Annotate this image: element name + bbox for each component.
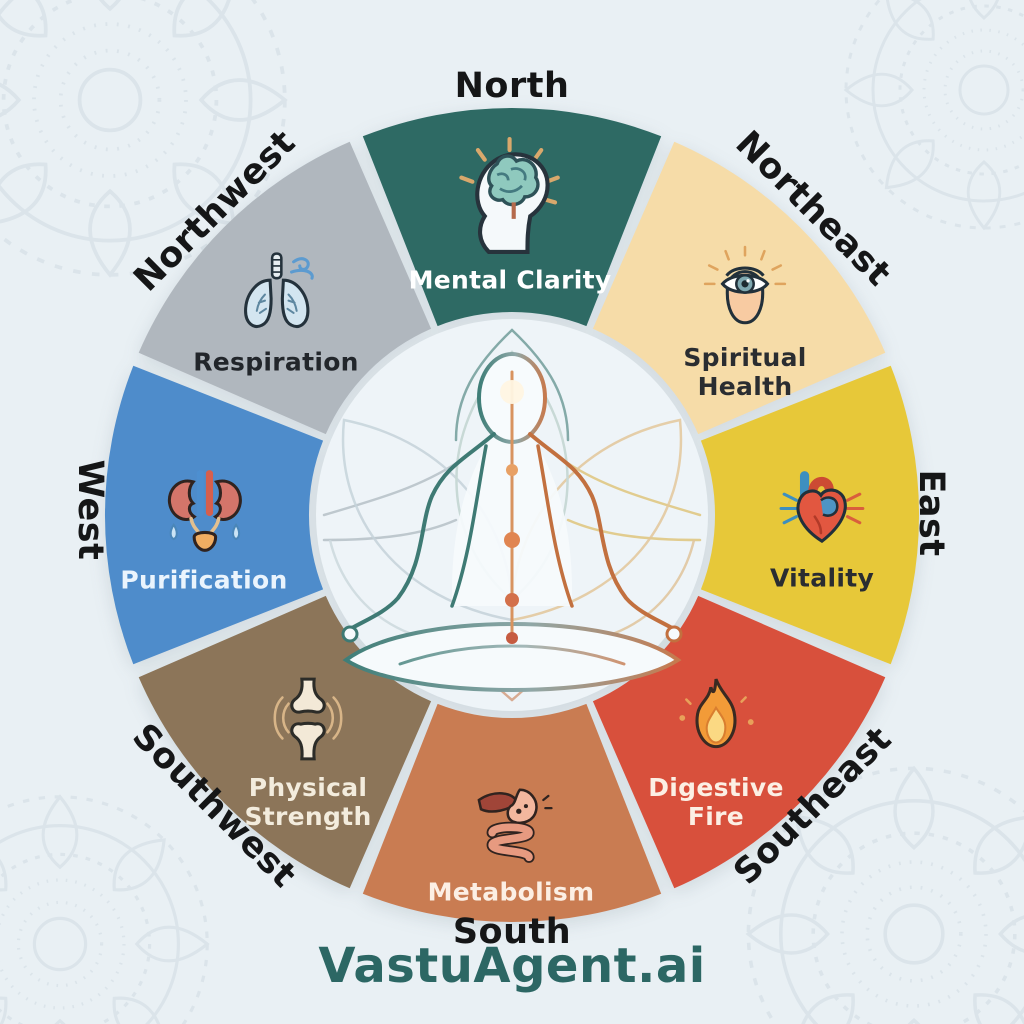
direction-label-west: West	[70, 459, 110, 561]
segment-west	[104, 365, 324, 665]
sector-label: Physical Strength	[244, 773, 372, 831]
sector-label: Digestive Fire	[648, 773, 784, 831]
direction-label-east: East	[911, 469, 951, 557]
flame-icon	[670, 673, 762, 765]
sector-label: Metabolism	[427, 877, 595, 907]
segment-southeast	[592, 595, 886, 889]
digestive-system-icon	[465, 778, 557, 870]
sector-southwest-physical-strength: Physical Strength	[233, 673, 383, 831]
meditating-figure	[341, 352, 683, 692]
brain-icon	[448, 134, 572, 258]
sector-west-purification: Purification	[120, 466, 287, 595]
heart-icon	[776, 464, 868, 556]
sector-label: Spiritual Health	[683, 343, 807, 401]
sector-southeast-digestive-fire: Digestive Fire	[641, 673, 791, 831]
sector-northwest-respiration: Respiration	[193, 248, 359, 377]
sector-east-vitality: Vitality	[770, 464, 874, 593]
direction-label-south: South	[452, 912, 572, 952]
sector-label: Mental Clarity	[408, 265, 612, 295]
segment-southwest	[138, 595, 432, 889]
brand-wordmark: VastuAgent.ai	[318, 938, 706, 994]
sector-label: Purification	[120, 565, 288, 595]
bone-joint-icon	[262, 673, 354, 765]
sector-north-mental-clarity: Mental Clarity	[409, 134, 612, 295]
sector-label: Respiration	[193, 347, 359, 377]
sector-label: Vitality	[769, 563, 875, 593]
sector-south-metabolism: Metabolism	[428, 778, 595, 907]
lungs-icon	[230, 248, 322, 340]
kidneys-icon	[158, 466, 250, 558]
sector-northeast-spiritual-health: Spiritual Health	[670, 243, 820, 401]
direction-label-north: North	[454, 66, 570, 106]
third-eye-icon	[699, 243, 791, 335]
